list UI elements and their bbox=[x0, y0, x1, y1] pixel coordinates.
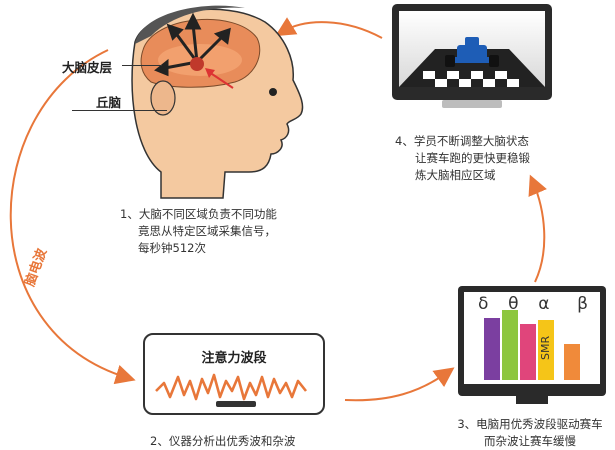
bar-yellow: SMR bbox=[538, 320, 554, 380]
symbol-alpha: α bbox=[538, 294, 550, 314]
symbol-beta: β bbox=[577, 294, 588, 314]
race-track bbox=[399, 37, 545, 87]
thalamus-leader-line bbox=[72, 110, 167, 111]
arrow-race-to-head bbox=[275, 17, 383, 39]
step1-line1: 1、大脑不同区域负责不同功能 bbox=[120, 207, 277, 221]
thalamus-label: 丘脑 bbox=[96, 95, 122, 110]
step3-caption: 3、电脑用优秀波段驱动赛车 而杂波让赛车缓慢 bbox=[446, 416, 614, 450]
step3-line2: 而杂波让赛车缓慢 bbox=[484, 434, 576, 448]
bar-monitor-stand bbox=[516, 396, 548, 404]
head-illustration bbox=[131, 5, 304, 199]
arrow-head-to-device bbox=[9, 49, 136, 385]
eye bbox=[269, 88, 277, 96]
device-title: 注意力波段 bbox=[201, 351, 267, 366]
greek-symbols: δ θ α β bbox=[478, 294, 588, 314]
step2-caption: 2、仪器分析出优秀波和杂波 bbox=[150, 434, 296, 448]
cortex-label: 大脑皮层 bbox=[62, 60, 113, 75]
cortex-leader-line bbox=[122, 65, 162, 66]
race-monitor-stand bbox=[442, 100, 502, 108]
ear bbox=[150, 80, 176, 116]
step1-line2: 竟思从特定区域采集信号， bbox=[138, 224, 276, 238]
bar-monitor-screen: δ θ α β SMR bbox=[464, 292, 600, 384]
smr-label: SMR bbox=[539, 335, 552, 360]
step4-line1: 4、学员不断调整大脑状态 bbox=[395, 134, 529, 148]
symbol-delta: δ bbox=[478, 294, 489, 314]
race-monitor bbox=[392, 4, 552, 108]
symbol-theta: θ bbox=[508, 294, 519, 314]
step4-caption: 4、学员不断调整大脑状态 让赛车跑的更快更稳锻 炼大脑相应区域 bbox=[395, 133, 530, 184]
bar-green bbox=[502, 310, 518, 380]
device-stand bbox=[216, 401, 256, 407]
bar-pink bbox=[520, 324, 536, 380]
race-monitor-screen bbox=[399, 11, 545, 87]
step3-line1: 3、电脑用优秀波段驱动赛车 bbox=[457, 417, 603, 431]
analyzer-device: 注意力波段 bbox=[143, 333, 325, 415]
thalamus-dot bbox=[190, 57, 204, 71]
bar-orange bbox=[564, 344, 580, 380]
step4-line3: 炼大脑相应区域 bbox=[415, 168, 496, 182]
hair bbox=[135, 5, 245, 44]
eeg-wave bbox=[155, 373, 308, 401]
bar-monitor: δ θ α β SMR bbox=[458, 286, 606, 404]
step1-line3: 每秒钟512次 bbox=[138, 241, 206, 255]
step4-line2: 让赛车跑的更快更稳锻 bbox=[415, 151, 530, 165]
bar-purple bbox=[484, 318, 500, 380]
arrow-device-to-monitor bbox=[344, 367, 455, 402]
race-car bbox=[449, 37, 495, 63]
arrow-monitor-to-step4 bbox=[528, 174, 547, 283]
step1-caption: 1、大脑不同区域负责不同功能 竟思从特定区域采集信号， 每秒钟512次 bbox=[120, 206, 277, 257]
